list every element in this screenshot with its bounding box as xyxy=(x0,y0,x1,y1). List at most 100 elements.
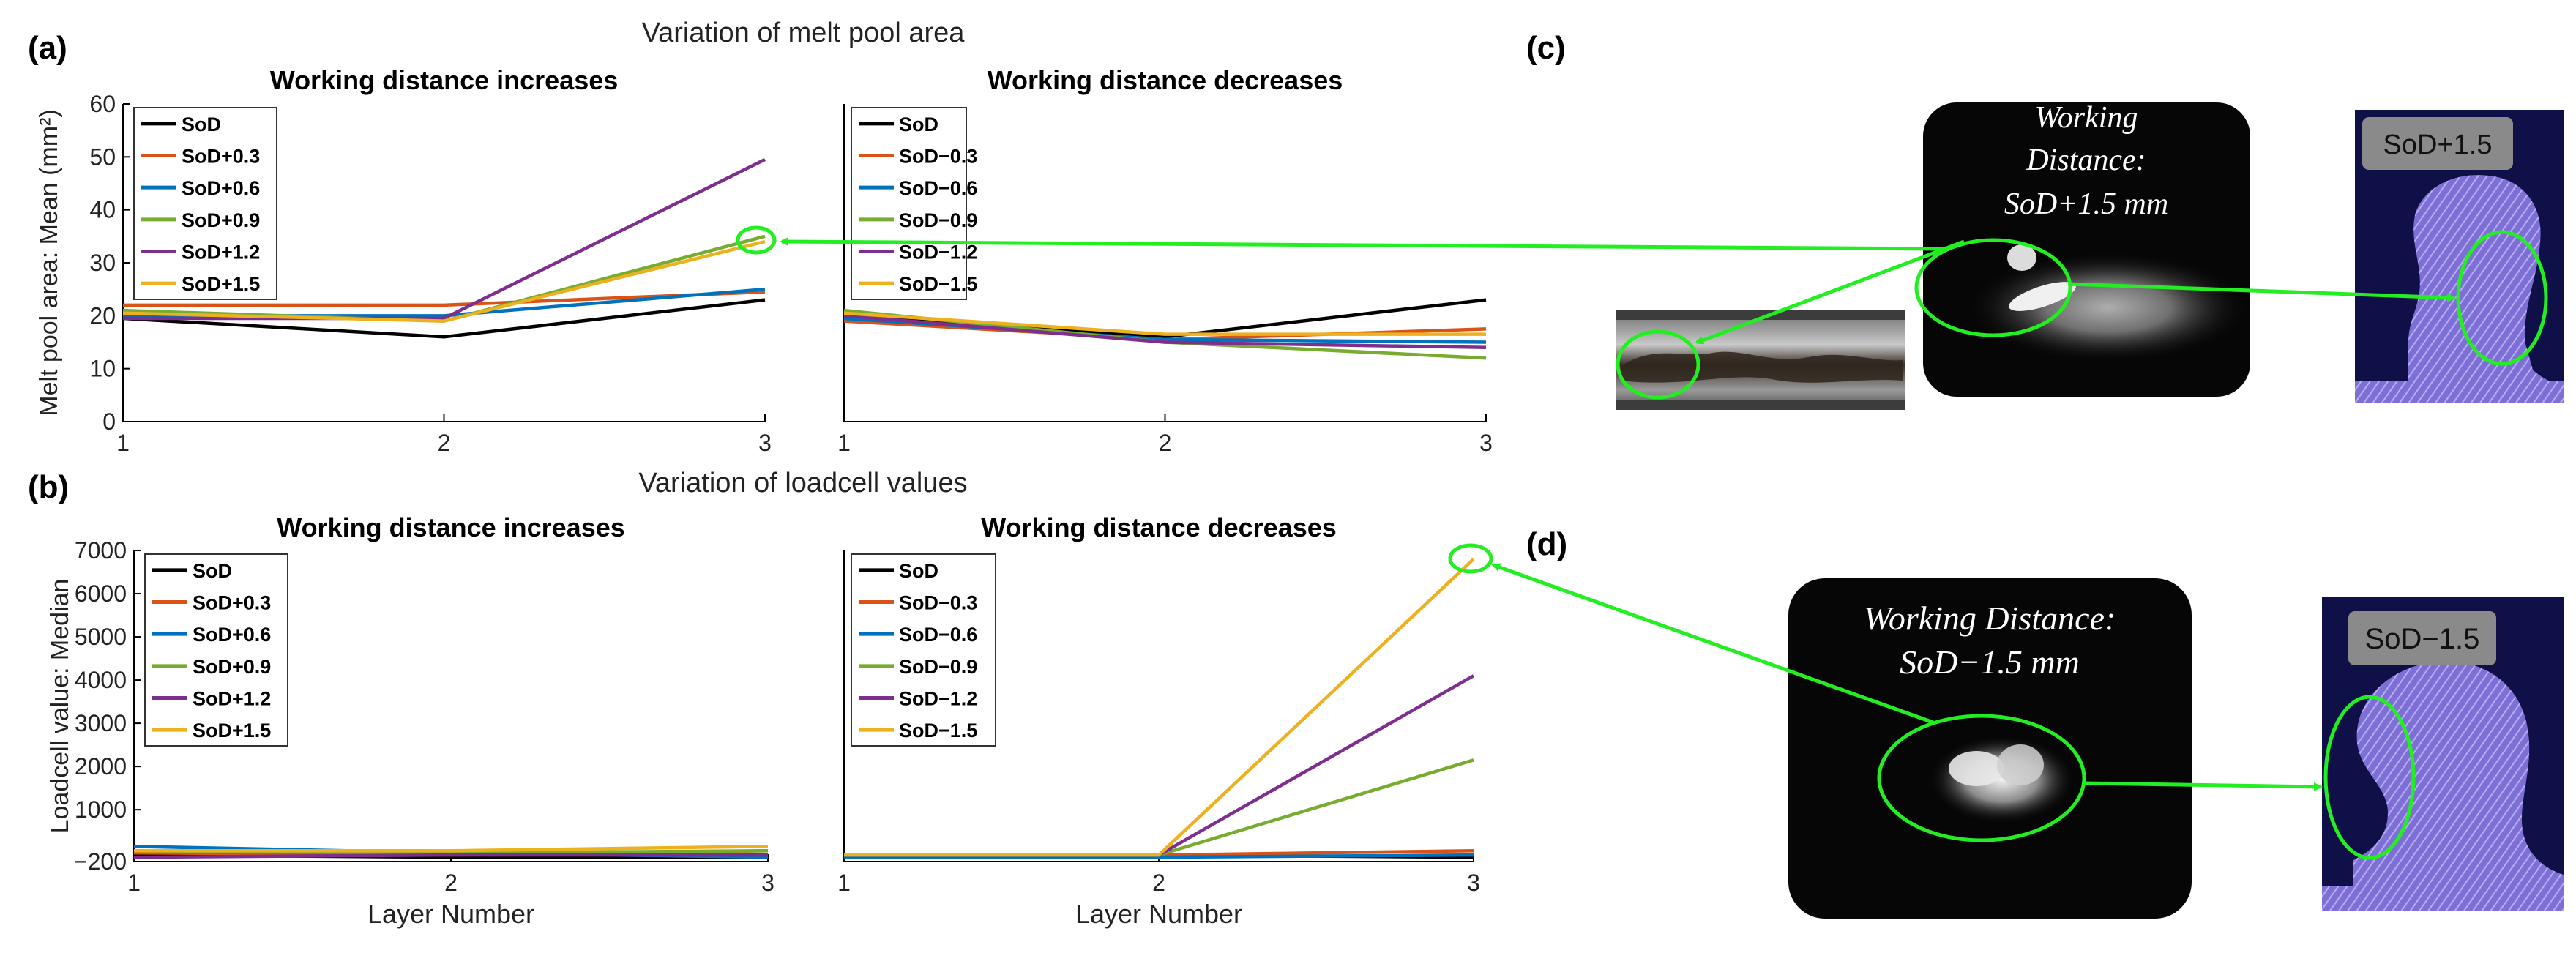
chart-title: Working distance decreases xyxy=(988,65,1343,95)
x-tick-label: 3 xyxy=(761,870,774,896)
legend-label: SoD+0.9 xyxy=(182,209,260,231)
x-tick-label: 1 xyxy=(127,870,141,896)
highlight-chart-a xyxy=(736,225,777,255)
legend-label: SoD+0.3 xyxy=(182,146,260,168)
series-line-SoD+1.2 xyxy=(133,853,768,859)
arrow-pool-c-to-track xyxy=(1695,239,1965,345)
legend-label: SoD−0.6 xyxy=(899,177,977,199)
series-line-SoD−1.5 xyxy=(843,311,1486,336)
legend-box xyxy=(851,107,967,300)
highlights xyxy=(736,225,2548,860)
highlight-cross-c xyxy=(2456,230,2548,366)
x-axis-label: Layer Number xyxy=(1075,899,1242,929)
y-tick-label: 60 xyxy=(89,91,116,117)
x-tick-label: 1 xyxy=(837,430,851,456)
cross-section-image-d: SoD−1.5 xyxy=(2322,597,2564,911)
y-tick-label: 4000 xyxy=(75,667,127,693)
series-line-SoD−1.5 xyxy=(844,558,1475,857)
x-tick-label: 3 xyxy=(758,430,772,456)
y-axis-label: Melt pool area: Mean (mm²) xyxy=(35,109,63,416)
x-tick-label: 1 xyxy=(116,430,130,456)
x-axis-label: Layer Number xyxy=(367,899,534,929)
panel-c-images: Working Distance: SoD+1.5 mm SoD+1.5 xyxy=(1616,101,2564,410)
y-tick-label: 6000 xyxy=(75,580,127,607)
panel-label-c: (c) xyxy=(1526,30,1566,66)
y-tick-label: 30 xyxy=(89,250,116,276)
legend-label: SoD+0.9 xyxy=(193,656,271,678)
y-tick-label: 20 xyxy=(89,302,116,329)
legend-label: SoD−1.2 xyxy=(899,688,977,710)
y-tick-label: 40 xyxy=(89,197,116,223)
melt-pool-d-label-2: SoD−1.5 mm xyxy=(1900,643,2080,681)
panel-label-d: (d) xyxy=(1526,526,1567,562)
legend-label: SoD xyxy=(899,113,938,135)
y-tick-label: 5000 xyxy=(75,624,127,650)
legend-label: SoD−0.9 xyxy=(899,656,977,678)
x-tick-label: 2 xyxy=(1152,870,1165,896)
series-line-SoD+1.5 xyxy=(122,239,766,323)
highlight-pool-c xyxy=(1914,238,2072,337)
legend-label: SoD xyxy=(193,560,232,582)
legend-label: SoD+1.2 xyxy=(193,688,271,710)
series-line-SoD−1.2 xyxy=(843,314,1487,349)
arrow-pool-c-to-cross-c xyxy=(2068,282,2456,302)
series-line-SoD xyxy=(843,298,1487,339)
legend-label: SoD−0.3 xyxy=(899,592,977,614)
melt-pool-c-label-2: Distance: xyxy=(2026,143,2146,177)
arrow-pool-d-to-chart-b xyxy=(1491,563,1934,725)
legend-box xyxy=(851,553,996,747)
chart-a-right: Working distance decreases 1 2 3 SoD SoD−0.3S… xyxy=(837,65,1493,456)
panel-d-images: Working Distance: SoD−1.5 mm SoD−1.5 xyxy=(1788,578,2564,919)
highlight-cross-d xyxy=(2323,695,2416,860)
y-tick-label: 50 xyxy=(89,143,116,170)
melt-pool-image-c: Working Distance: SoD+1.5 mm xyxy=(1923,101,2250,397)
x-tick-label: 2 xyxy=(444,870,458,896)
series-line-SoD xyxy=(122,298,766,339)
series-line-SoD+0.3 xyxy=(123,290,766,307)
y-tick-label: −200 xyxy=(74,848,127,875)
highlight-pool-d xyxy=(1877,714,2086,842)
series-line-SoD−0.9 xyxy=(844,758,1474,857)
x-tick-label: 2 xyxy=(1159,430,1172,456)
highlight-chart-b xyxy=(1448,543,1493,574)
section-title-a: Variation of melt pool area xyxy=(642,18,966,48)
series-line-SoD−0.6 xyxy=(844,853,1474,859)
legend-label: SoD−0.9 xyxy=(899,209,977,231)
y-tick-label: 1000 xyxy=(75,796,127,823)
legend-label: SoD xyxy=(899,560,938,582)
chart-title: Working distance increases xyxy=(277,512,625,542)
weld-track-image xyxy=(1616,310,1905,410)
y-tick-label: 0 xyxy=(102,408,116,435)
cross-section-d-label: SoD−1.5 xyxy=(2365,623,2480,655)
y-axis-label: Loadcell value: Median xyxy=(46,579,74,834)
y-tick-label: 10 xyxy=(89,356,116,382)
legend-label: SoD+0.6 xyxy=(182,177,260,199)
legend-label: SoD−1.2 xyxy=(899,242,977,264)
x-tick-label: 3 xyxy=(1479,430,1493,456)
x-tick-label: 3 xyxy=(1467,870,1480,896)
panel-label-a: (a) xyxy=(28,30,67,66)
legend-label: SoD−0.3 xyxy=(899,146,977,168)
y-tick-label: 3000 xyxy=(75,710,127,736)
legend-label: SoD+0.3 xyxy=(193,592,271,614)
melt-pool-c-label-1: Working xyxy=(2035,101,2138,135)
y-tick-label: 7000 xyxy=(75,537,127,564)
melt-pool-image-d: Working Distance: SoD−1.5 mm xyxy=(1788,578,2192,919)
legend-label: SoD xyxy=(182,113,221,135)
chart-title: Working distance decreases xyxy=(981,512,1337,542)
cross-section-c-label: SoD+1.5 xyxy=(2383,130,2493,160)
legend-label: SoD+1.5 xyxy=(193,720,271,741)
section-title-b: Variation of loadcell values xyxy=(638,468,967,498)
chart-title: Working distance increases xyxy=(270,65,619,95)
legend-label: SoD+1.2 xyxy=(182,242,260,264)
legend-box xyxy=(144,553,288,747)
cross-section-image-c: SoD+1.5 xyxy=(2355,110,2564,403)
